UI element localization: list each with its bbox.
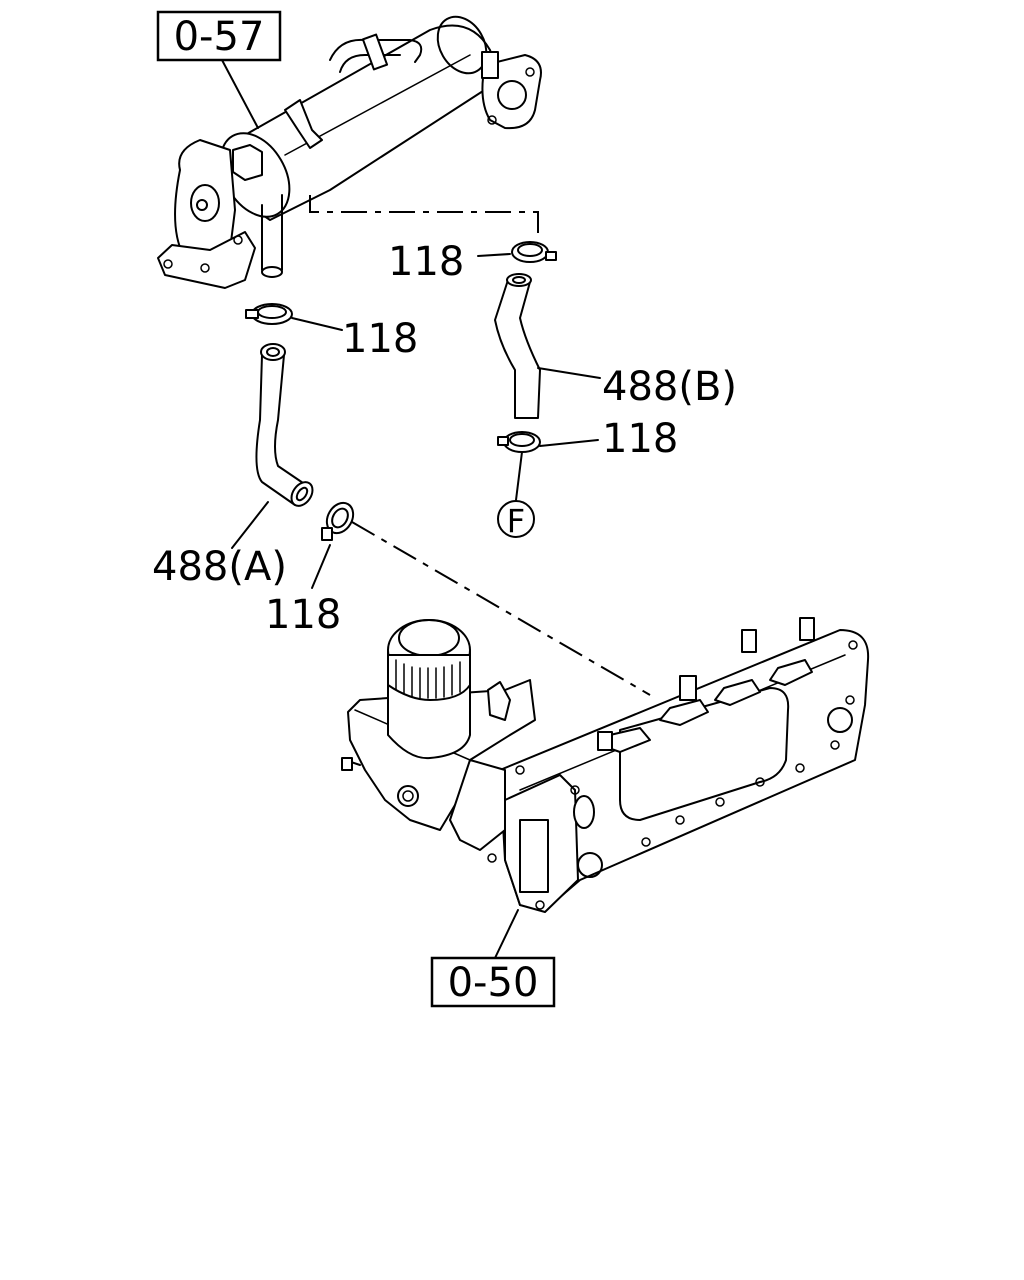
connector-circle — [497, 500, 535, 538]
connector-label: F — [507, 502, 525, 540]
ref-top-label: 0-57 — [174, 14, 265, 60]
clamp-label: 118 — [342, 316, 418, 362]
ref-box-top — [156, 10, 282, 62]
leader-ref-bottom — [494, 909, 519, 959]
leader-dashed-a — [351, 521, 651, 696]
ref-bottom-label: 0-50 — [448, 960, 539, 1006]
clamp-label: 118 — [602, 416, 678, 462]
oil-cooler — [341, 617, 870, 913]
hose-b-label: 488(B) — [602, 364, 737, 410]
clamp-label: 118 — [265, 592, 341, 638]
leader-ref-top — [221, 59, 259, 129]
clamp-label: 118 — [388, 239, 464, 285]
clamp-icon — [311, 501, 355, 589]
egr-cooler — [157, 15, 542, 289]
leader-dashed-b — [309, 195, 539, 235]
clamp-icon — [477, 241, 557, 263]
hose-a — [231, 343, 314, 549]
leader-connector — [515, 451, 523, 501]
hose-a-label: 488(A) — [152, 544, 287, 590]
clamp-icon — [497, 431, 599, 453]
ref-box-bottom — [430, 956, 556, 1008]
clamp-icon — [245, 303, 343, 331]
hose-b — [494, 273, 601, 419]
